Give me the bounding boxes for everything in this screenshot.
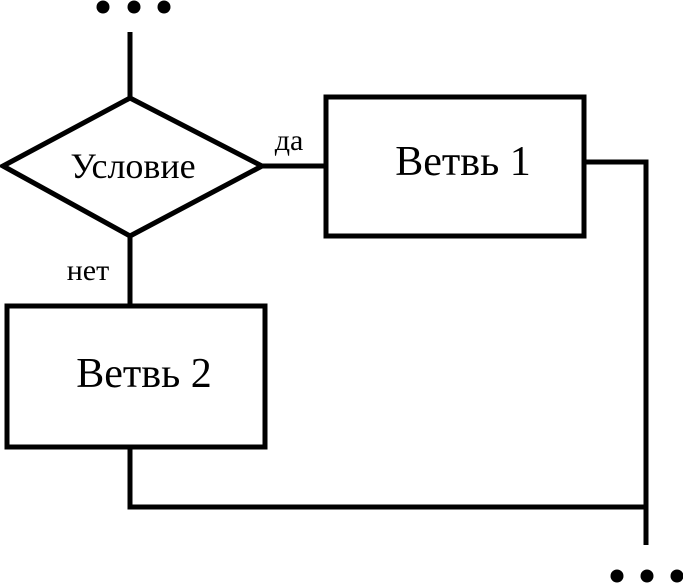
branch1-box [323,94,587,239]
no-label: нет [67,254,109,287]
branch2-box [4,303,268,450]
ellipsis-bottom [610,569,683,583]
ellipsis-top [96,0,171,14]
yes-label: да [275,124,304,157]
branch1-label: Ветвь 1 [395,139,531,185]
branch2-label: Ветвь 2 [76,351,212,397]
branch1-return-connector [584,159,649,545]
condition-label: Условие [70,146,195,186]
branch2-return-connector [127,447,646,510]
